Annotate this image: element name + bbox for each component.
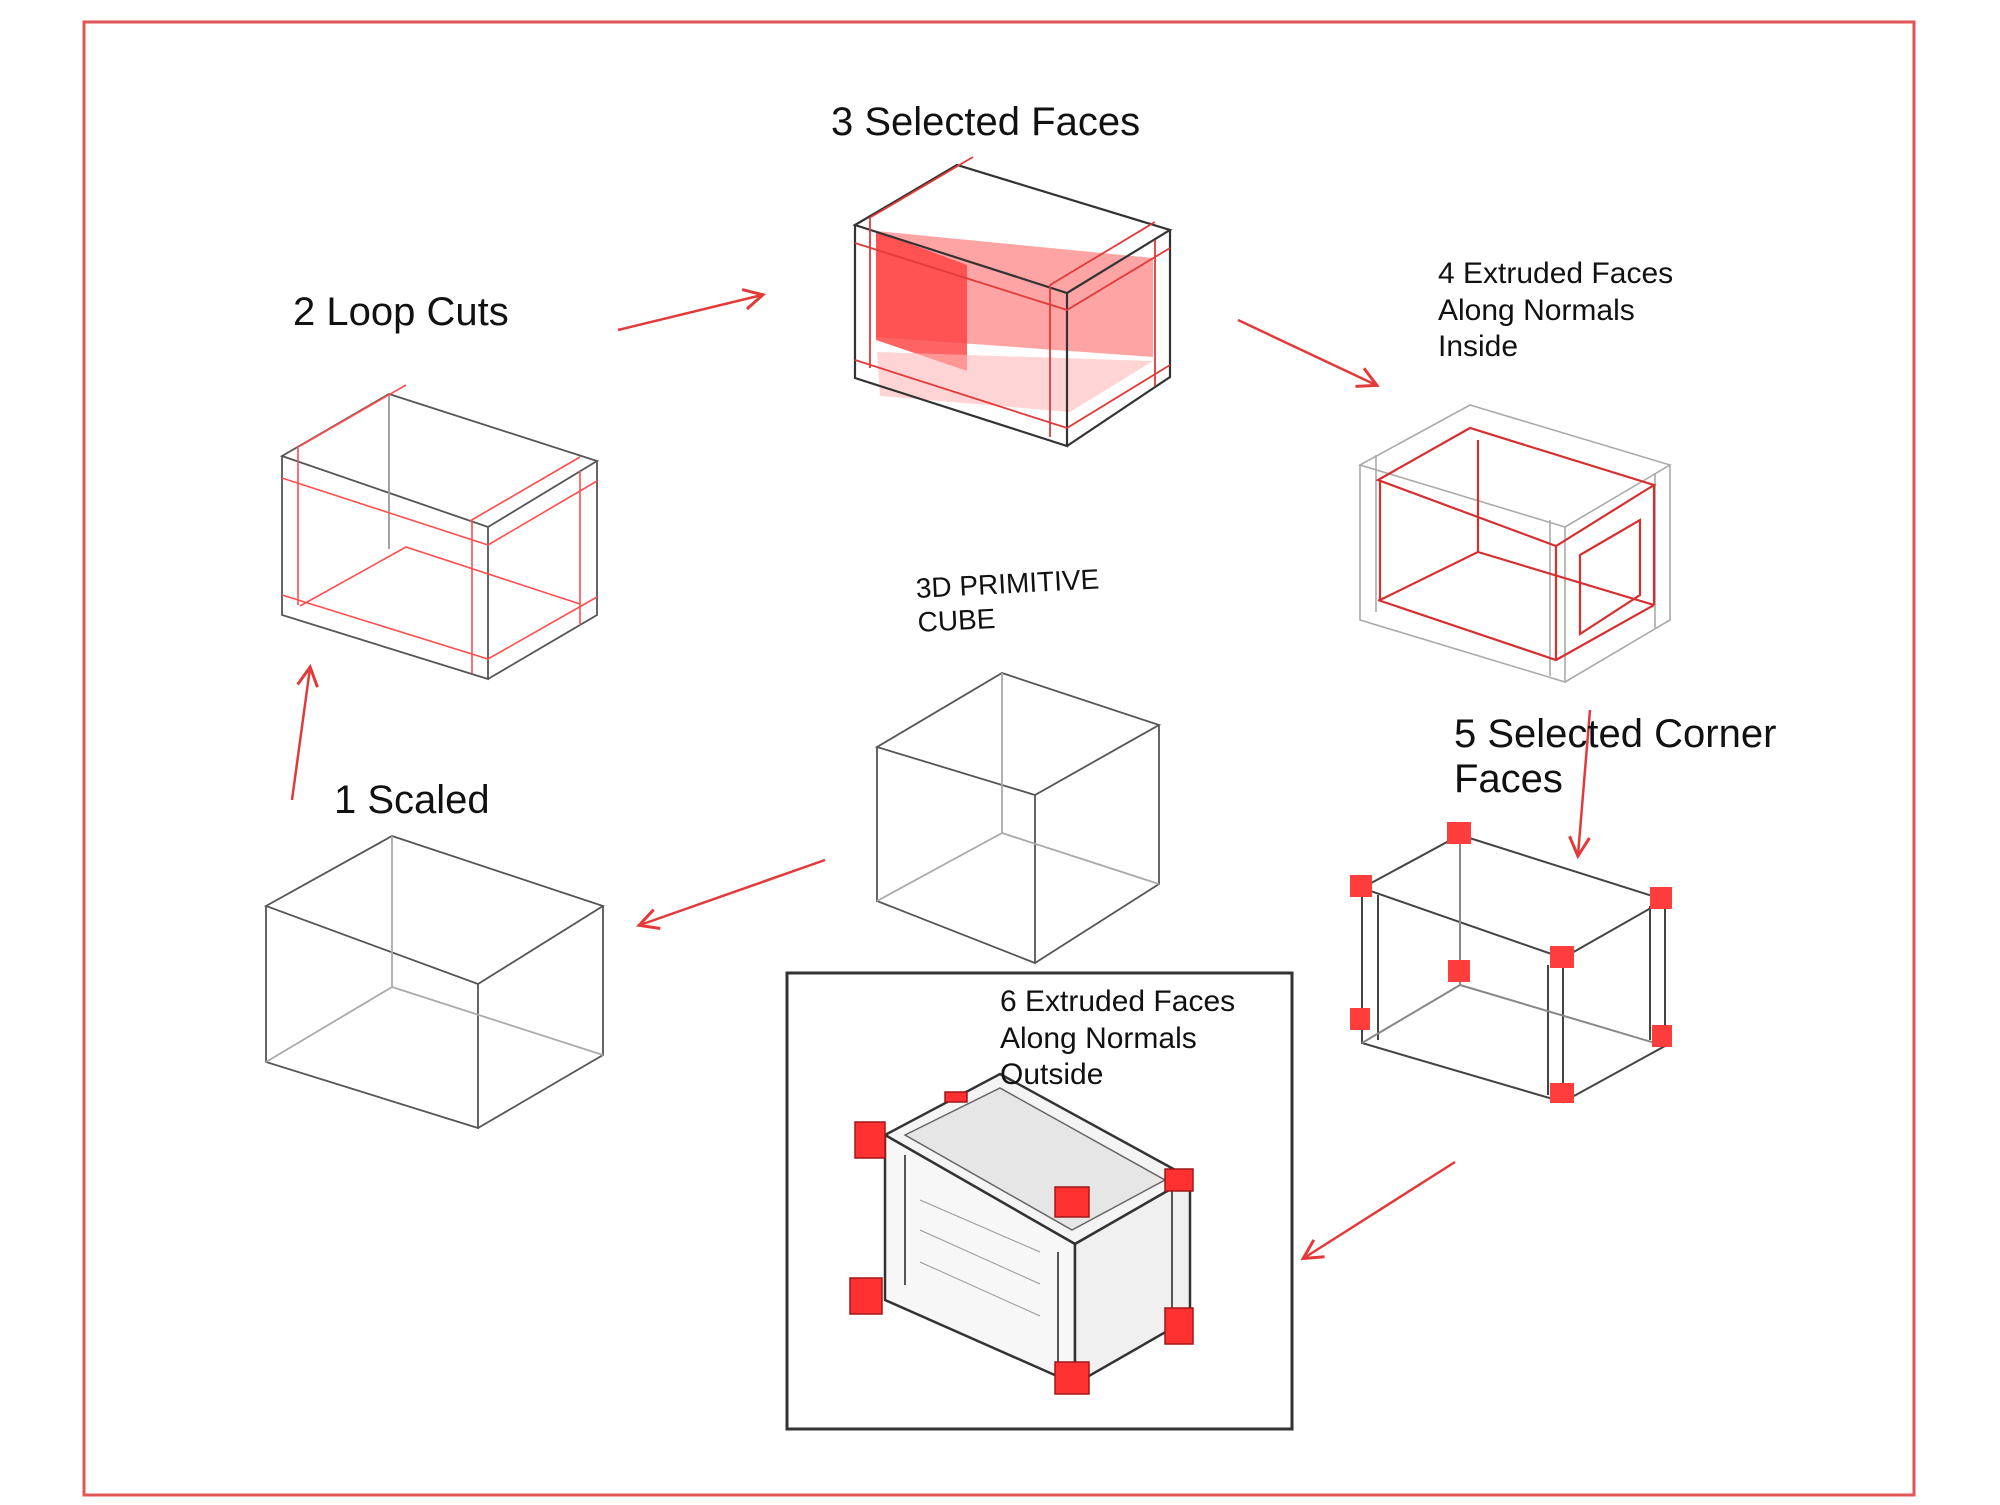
label-step-5-line-2: Faces bbox=[1454, 756, 1563, 801]
primitive-cube-drawing bbox=[874, 672, 1162, 965]
arrow-corners-to-extruded-outside bbox=[1304, 1160, 1456, 1258]
label-step-5-line-1: 5 Selected Corner bbox=[1454, 712, 1777, 756]
label-step-6-line-2: Along Normals bbox=[1000, 1021, 1197, 1055]
label-step-3-line-1: 3 Selected Faces bbox=[831, 100, 1141, 144]
label-step-6-line-1: 6 Extruded Faces bbox=[1000, 985, 1236, 1018]
arrow-primitive-to-scaled bbox=[640, 858, 826, 925]
label-step-4-line-2: Along Normals bbox=[1438, 293, 1635, 327]
label-step-6-line-3: Outside bbox=[1000, 1058, 1104, 1092]
selected-corners-drawing bbox=[1350, 822, 1672, 1104]
arrow-scaled-to-loop-cuts bbox=[290, 668, 310, 801]
label-primitive: 3D PRIMITIVE CUBE bbox=[915, 562, 1102, 640]
label-step-4-line-3: Inside bbox=[1438, 330, 1519, 364]
label-step-5: 5 Selected Corner Faces bbox=[1454, 712, 1776, 802]
loop-cuts-drawing bbox=[279, 384, 600, 681]
label-step-3: 3 Selected Faces bbox=[831, 98, 1140, 147]
arrow-selected-faces-to-extruded-inside bbox=[1237, 318, 1376, 385]
label-step-4: 4 Extruded Faces Along Normals Inside bbox=[1438, 256, 1673, 366]
extruded-outside-drawing bbox=[849, 1072, 1194, 1395]
selected-faces-drawing bbox=[852, 156, 1173, 448]
label-step-1: 1 Scaled bbox=[334, 776, 490, 825]
label-step-2-line-1: 2 Loop Cuts bbox=[293, 290, 509, 334]
scaled-cube-drawing bbox=[263, 835, 606, 1130]
label-step-1-line-1: 1 Scaled bbox=[334, 778, 490, 822]
arrow-extruded-inside-to-corners bbox=[1578, 709, 1592, 855]
outer-border bbox=[82, 20, 1916, 1497]
extruded-inside-drawing bbox=[1357, 404, 1672, 684]
arrow-loop-cuts-to-selected-faces bbox=[617, 295, 762, 332]
step-6-frame bbox=[785, 971, 1294, 1431]
label-step-2: 2 Loop Cuts bbox=[293, 288, 509, 337]
label-step-4-line-1: 4 Extruded Faces bbox=[1438, 257, 1674, 290]
label-step-6: 6 Extruded Faces Along Normals Outside bbox=[1000, 984, 1235, 1094]
